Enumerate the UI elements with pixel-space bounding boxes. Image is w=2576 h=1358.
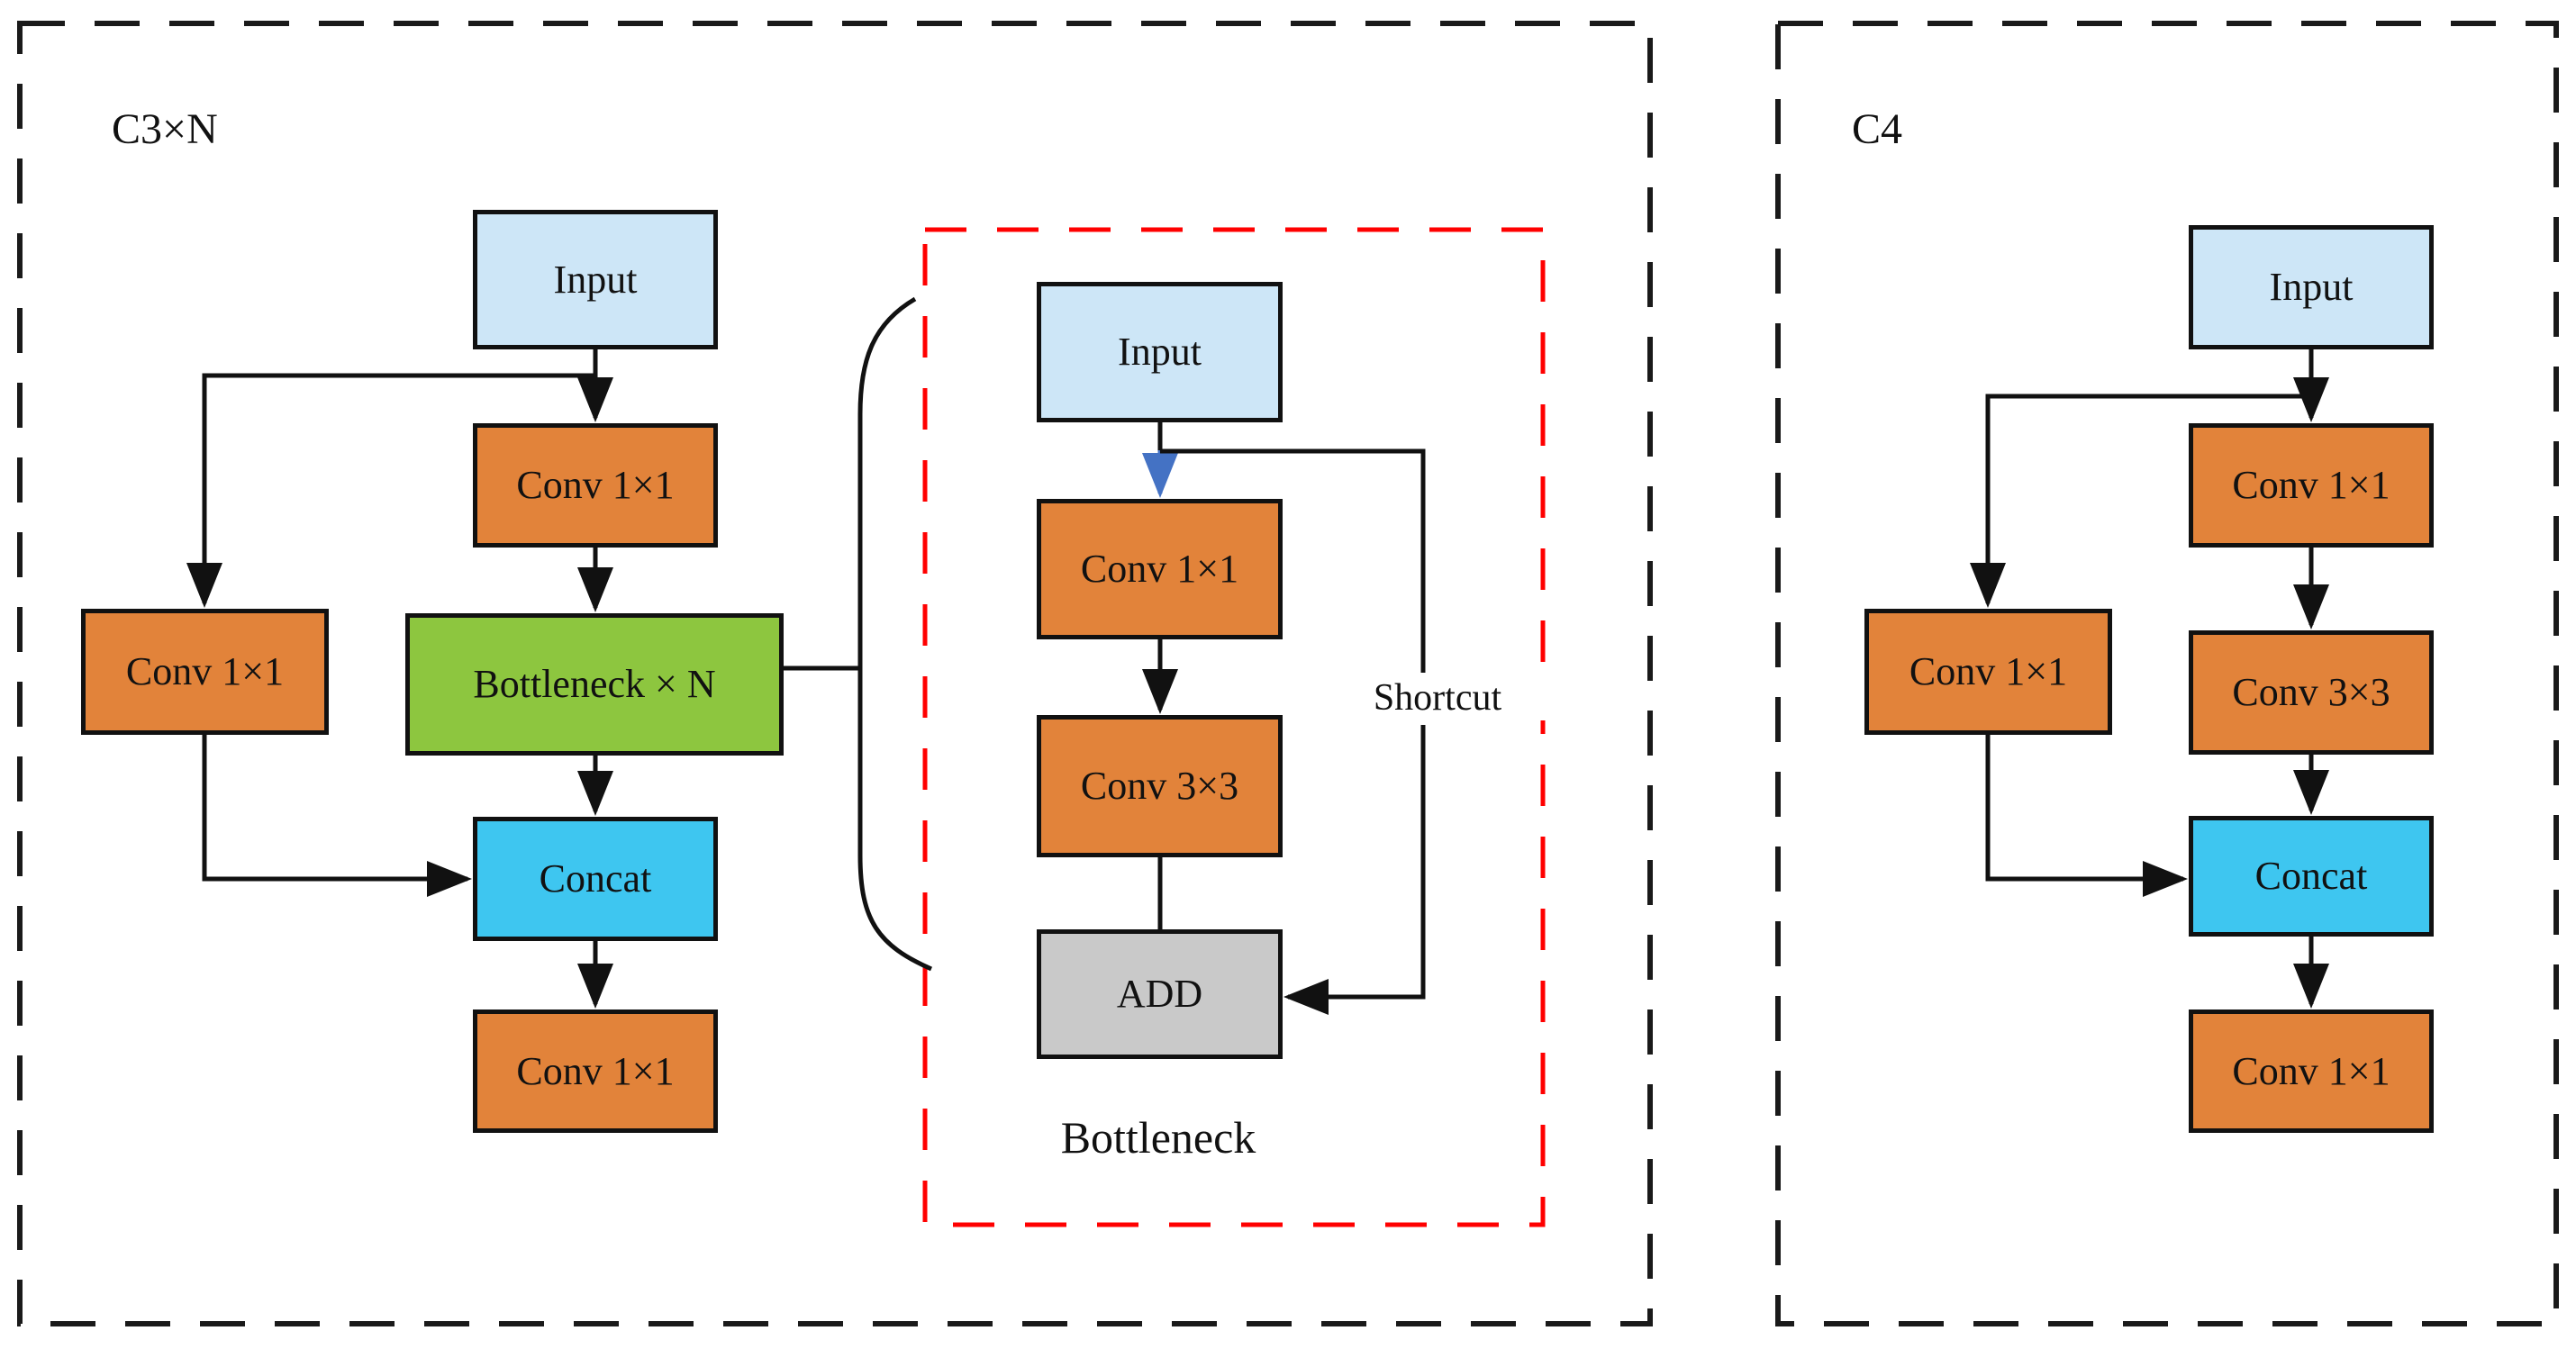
c3-conv-top-box: Conv 1×1: [473, 423, 718, 548]
c3-panel-title: C3×N: [112, 105, 218, 153]
c4-module-frame: [1775, 21, 2559, 1326]
bottleneck-caption: Bottleneck: [1060, 1112, 1256, 1163]
c3-bottleneck-n-box: Bottleneck × N: [405, 613, 784, 756]
bottleneck-conv1-box: Conv 1×1: [1037, 499, 1283, 639]
shortcut-label: Shortcut: [1320, 675, 1555, 720]
c4-conv-left-box: Conv 1×1: [1864, 609, 2112, 735]
bottleneck-conv3-box: Conv 3×3: [1037, 715, 1283, 857]
c3-conv-out-box: Conv 1×1: [473, 1009, 718, 1133]
c3-conv-left-box: Conv 1×1: [81, 609, 329, 735]
bottleneck-shortcut-line-upper: [1160, 448, 1426, 673]
c4-conv-top-box: Conv 1×1: [2189, 423, 2434, 548]
c3-input-box: Input: [473, 210, 718, 349]
c4-arrow-branch-to-conv-left: [1970, 394, 2311, 608]
bottleneck-shortcut-arrow-to-add: [1283, 725, 1426, 1015]
c3-arrow-branch-to-conv-left: [186, 373, 595, 608]
bottleneck-expansion-brace: [857, 296, 933, 972]
c3-concat-box: Concat: [473, 817, 718, 941]
c3-arrow-conv-left-to-concat: [202, 735, 472, 897]
c4-concat-box: Concat: [2189, 816, 2434, 937]
c3-module-frame: [17, 21, 1653, 1326]
c4-conv-out-box: Conv 1×1: [2189, 1009, 2434, 1133]
bottleneck-add-box: ADD: [1037, 929, 1283, 1059]
c4-arrow-conv-left-to-concat: [1985, 735, 2188, 897]
bottleneck-input-box: Input: [1037, 282, 1283, 422]
c4-conv3-box: Conv 3×3: [2189, 630, 2434, 755]
bottleneck-detail-frame: [922, 227, 1546, 1227]
c4-panel-title: C4: [1852, 105, 1903, 153]
c4-input-box: Input: [2189, 225, 2434, 349]
